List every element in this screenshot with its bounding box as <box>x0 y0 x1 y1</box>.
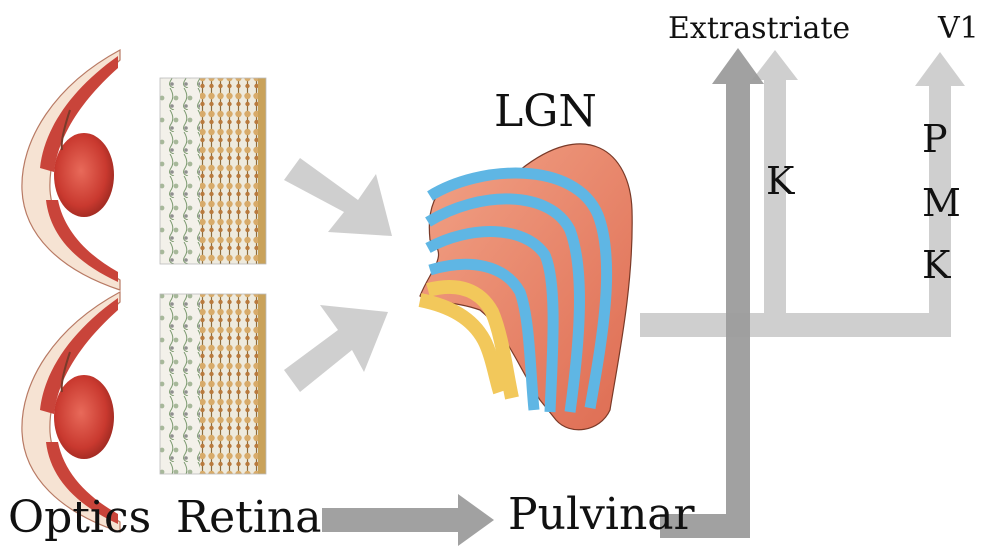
k-v1-pathway-label: K <box>922 246 950 284</box>
optics-label: Optics <box>8 496 151 540</box>
k-pathway-label: K <box>766 162 794 200</box>
arrow-retina2-to-lgn <box>284 305 388 392</box>
arrow-retina1-to-lgn <box>284 158 392 236</box>
extrastriate-label: Extrastriate <box>668 14 850 44</box>
pulvinar-label: Pulvinar <box>508 493 695 537</box>
v1-label: V1 <box>938 14 979 44</box>
retina-label: Retina <box>176 496 322 540</box>
eye-cross-section-icon <box>22 50 120 290</box>
arrow-retina-to-pulvinar <box>322 494 494 546</box>
lgn-structure <box>420 144 632 430</box>
v1-head <box>915 52 965 86</box>
retina-layers-icon <box>160 78 266 264</box>
retina-layers-icon <box>160 294 266 474</box>
lgn-output-bar <box>640 313 950 337</box>
lgn-label: LGN <box>494 90 597 134</box>
k-to-extrastriate-head <box>752 50 798 80</box>
p-pathway-label: P <box>922 120 948 158</box>
pulvinar-to-extrastriate-shaft <box>726 76 750 538</box>
m-pathway-label: M <box>922 184 961 222</box>
pulvinar-to-extrastriate-head <box>712 48 764 84</box>
